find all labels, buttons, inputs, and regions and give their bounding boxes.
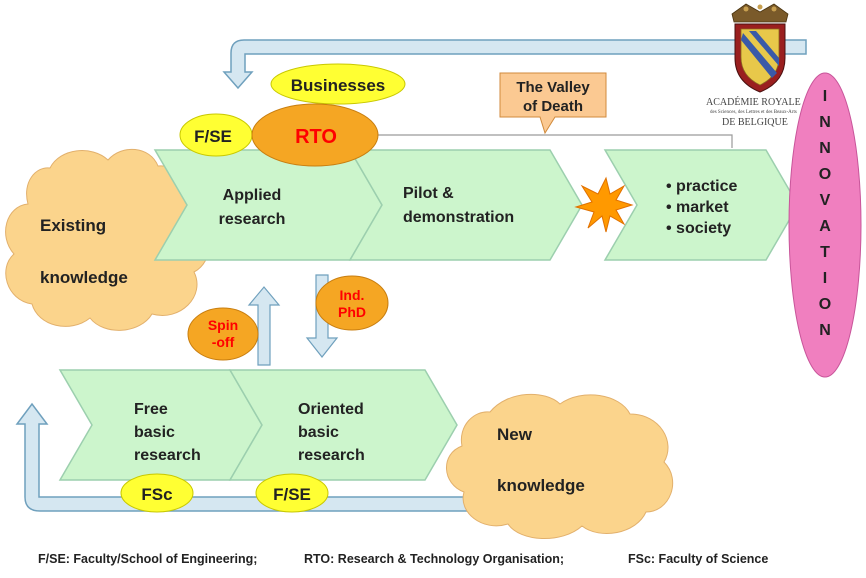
pilot-demonstration-line1: Pilot & (403, 185, 454, 202)
academie-name-line3: DE BELGIQUE (722, 117, 788, 128)
outcome-society: • society (666, 220, 731, 237)
valley-line (370, 134, 733, 148)
ind-phd-line1: Ind. (340, 287, 365, 303)
businesses-ellipse (270, 63, 406, 105)
chevron-oriented-basic-research (228, 369, 458, 481)
oriented-basic-research-line2: basic (298, 424, 339, 441)
rto-label: RTO (295, 126, 337, 148)
free-basic-research-line3: research (134, 447, 201, 464)
chevron-applied-research (153, 149, 383, 261)
chevron-outcomes (603, 149, 799, 261)
rto-ellipse (251, 103, 379, 167)
oriented-basic-research-line1: Oriented (298, 401, 364, 418)
applied-research-line1: Applied (223, 187, 282, 204)
innovation-letter: V (820, 192, 831, 209)
fsc-ellipse (120, 473, 194, 513)
chevron-pilot-demonstration (348, 149, 583, 261)
existing-knowledge-line2: knowledge (40, 268, 128, 287)
spin-off-ellipse (187, 307, 259, 361)
valley-of-death-line1: The Valley (516, 79, 590, 96)
new-knowledge-line1: New (497, 425, 533, 444)
fse-top-label: F/SE (194, 127, 232, 146)
fsc-label: FSc (141, 485, 172, 504)
spin-off-line2: -off (212, 334, 235, 350)
outcome-market: • market (666, 199, 729, 216)
free-basic-research-line2: basic (134, 424, 175, 441)
valley-of-death-callout (499, 72, 607, 135)
innovation-letter: O (819, 166, 831, 183)
academie-crest-logo (731, 3, 789, 93)
legend-fse: F/SE: Faculty/School of Engineering; (38, 552, 258, 566)
feedback-arrow-top (222, 39, 807, 90)
ind-phd-line2: PhD (338, 304, 366, 320)
valley-of-death-line2: of Death (523, 98, 583, 115)
free-basic-research-line1: Free (134, 401, 168, 418)
feedback-arrow-bottom (15, 402, 481, 512)
innovation-letter: N (819, 322, 831, 339)
fse-bottom-label: F/SE (273, 485, 311, 504)
innovation-letter: A (819, 218, 831, 235)
fse-bottom-ellipse (255, 473, 329, 513)
spin-off-arrow-up (247, 286, 281, 366)
ind-phd-ellipse (315, 275, 389, 331)
academie-name-line1: ACADÉMIE ROYALE (706, 97, 801, 108)
outcome-practice: • practice (666, 178, 738, 195)
innovation-letter: N (819, 140, 831, 157)
innovation-ellipse (788, 72, 862, 378)
pilot-demonstration-line2: demonstration (403, 209, 514, 226)
applied-research-line2: research (219, 211, 286, 228)
valley-explosion-star (574, 176, 634, 233)
new-knowledge-cloud (446, 393, 674, 539)
existing-knowledge-cloud (5, 148, 211, 331)
spin-off-line1: Spin (208, 317, 238, 333)
existing-knowledge-line1: Existing (40, 216, 106, 235)
innovation-letter: I (823, 270, 827, 287)
innovation-letter: T (820, 244, 830, 261)
innovation-letter: N (819, 114, 831, 131)
innovation-letter: I (823, 88, 827, 105)
oriented-basic-research-line3: research (298, 447, 365, 464)
new-knowledge-line2: knowledge (497, 476, 585, 495)
academie-name-line2: des Sciences, des Lettres et des Beaux-A… (710, 110, 797, 115)
legend-fsc: FSc: Faculty of Science (628, 552, 769, 566)
legend-rto: RTO: Research & Technology Organisation; (304, 552, 564, 566)
businesses-label: Businesses (291, 76, 386, 95)
innovation-letter: O (819, 296, 831, 313)
